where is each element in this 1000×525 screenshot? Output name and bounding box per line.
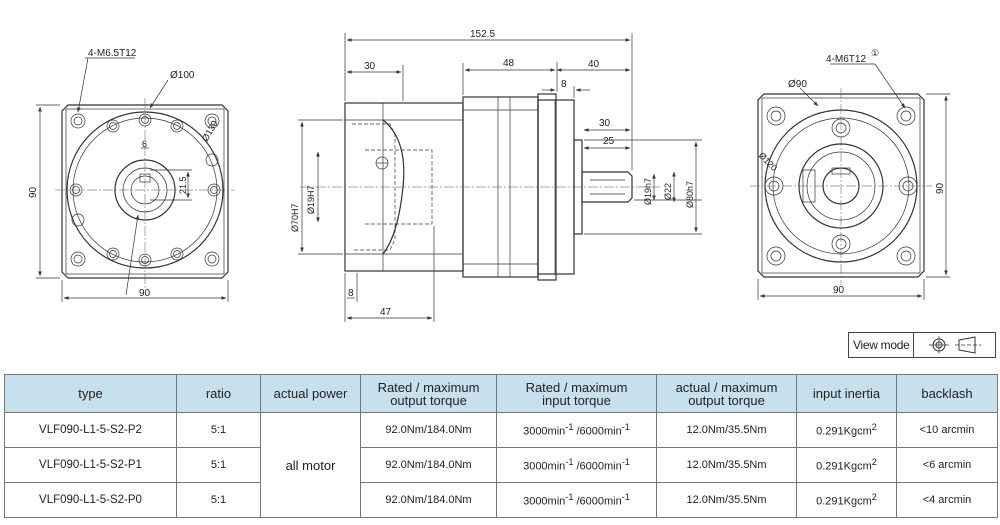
bottom-8: 8 bbox=[348, 288, 354, 299]
cell-ratio: 5:1 bbox=[176, 447, 261, 483]
shaft-length: 40 bbox=[588, 59, 600, 70]
tolerance-mark: ① bbox=[871, 48, 879, 58]
bore-left: Ø130 bbox=[200, 119, 220, 143]
circle-right: Ø120 bbox=[757, 150, 780, 173]
cell-actual-output: 12.0Nm/35.5Nm bbox=[656, 412, 797, 448]
front-view-right: 4-M6T12 ① Ø90 Ø120 90 90 bbox=[750, 48, 950, 300]
step: 8 bbox=[561, 79, 567, 90]
table-row: VLF090-L1-5-S2-P2 5:1 all motor 92.0Nm/1… bbox=[4, 412, 998, 518]
cell-type: VLF090-L1-5-S2-P2 bbox=[4, 412, 177, 448]
header-type: type bbox=[4, 374, 177, 413]
body-length: 48 bbox=[503, 58, 515, 69]
cell-rated-input: 3000min-1 /6000min-1 bbox=[496, 447, 657, 483]
d-shaft: Ø19h7 bbox=[643, 178, 653, 205]
shaft-inner-30: 30 bbox=[599, 118, 611, 129]
header-inertia: input inertia bbox=[796, 374, 897, 413]
cell-power: all motor bbox=[260, 412, 361, 518]
cell-rated-output: 92.0Nm/184.0Nm bbox=[360, 412, 497, 448]
cell-actual-output: 12.0Nm/35.5Nm bbox=[656, 447, 797, 483]
table-row: VLF090-L1-5-S2-P1 5:1 92.0Nm/184.0Nm 300… bbox=[4, 447, 998, 483]
flange-length: 30 bbox=[364, 61, 376, 72]
d-input-bore: Ø19H7 bbox=[306, 185, 316, 214]
cell-inertia: 0.291Kgcm2 bbox=[796, 412, 897, 448]
view-mode-box: View mode bbox=[848, 332, 996, 358]
cell-ratio: 5:1 bbox=[176, 412, 261, 448]
cell-inertia: 0.291Kgcm2 bbox=[796, 447, 897, 483]
height-right: 90 bbox=[935, 182, 946, 194]
width-right: 90 bbox=[833, 285, 845, 296]
cell-backlash: <10 arcmin bbox=[896, 412, 998, 448]
cell-rated-output: 92.0Nm/184.0Nm bbox=[360, 447, 497, 483]
header-backlash: backlash bbox=[896, 374, 998, 413]
side-view: 152.5 30 48 40 8 30 25 Ø70H7 Ø19H7 Ø19h7… bbox=[290, 29, 702, 322]
d-shaft-outer: Ø22 bbox=[663, 183, 673, 200]
cell-ratio: 5:1 bbox=[176, 482, 261, 518]
pcd-left: Ø100 bbox=[170, 70, 195, 81]
view-mode-label: View mode bbox=[849, 333, 915, 357]
width-left: 90 bbox=[139, 288, 151, 299]
cell-actual-output: 12.0Nm/35.5Nm bbox=[656, 482, 797, 518]
front-view-left: 4-M6.5T12 Ø100 Ø130 6 21.5 90 90 bbox=[28, 48, 235, 302]
header-ratio: ratio bbox=[176, 374, 261, 413]
key-height: 21.5 bbox=[178, 176, 188, 194]
cell-type: VLF090-L1-5-S2-P1 bbox=[4, 447, 177, 483]
d-input-housing: Ø70H7 bbox=[290, 203, 300, 232]
cell-type: VLF090-L1-5-S2-P0 bbox=[4, 482, 177, 518]
pcd-right: Ø90 bbox=[788, 79, 807, 90]
bottom-47: 47 bbox=[380, 307, 392, 318]
cell-backlash: <4 arcmin bbox=[896, 482, 998, 518]
shaft-inner-25: 25 bbox=[603, 136, 615, 147]
table-row: VLF090-L1-5-S2-P0 5:1 92.0Nm/184.0Nm 300… bbox=[4, 482, 998, 518]
total-length: 152.5 bbox=[470, 29, 495, 40]
cell-inertia: 0.291Kgcm2 bbox=[796, 482, 897, 518]
height-left: 90 bbox=[28, 186, 39, 198]
cell-rated-input: 3000min-1 /6000min-1 bbox=[496, 412, 657, 448]
key-width: 6 bbox=[142, 139, 147, 149]
hole-note-left: 4-M6.5T12 bbox=[88, 48, 137, 59]
hole-note-right: 4-M6T12 bbox=[826, 54, 866, 65]
header-power: actual power bbox=[260, 374, 361, 413]
d-pilot: Ø80h7 bbox=[685, 181, 695, 208]
cell-rated-input: 3000min-1 /6000min-1 bbox=[496, 482, 657, 518]
technical-drawing: 4-M6.5T12 Ø100 Ø130 6 21.5 90 90 bbox=[28, 29, 950, 322]
cell-backlash: <6 arcmin bbox=[896, 447, 998, 483]
cell-rated-output: 92.0Nm/184.0Nm bbox=[360, 482, 497, 518]
first-angle-projection-icon bbox=[914, 333, 995, 357]
